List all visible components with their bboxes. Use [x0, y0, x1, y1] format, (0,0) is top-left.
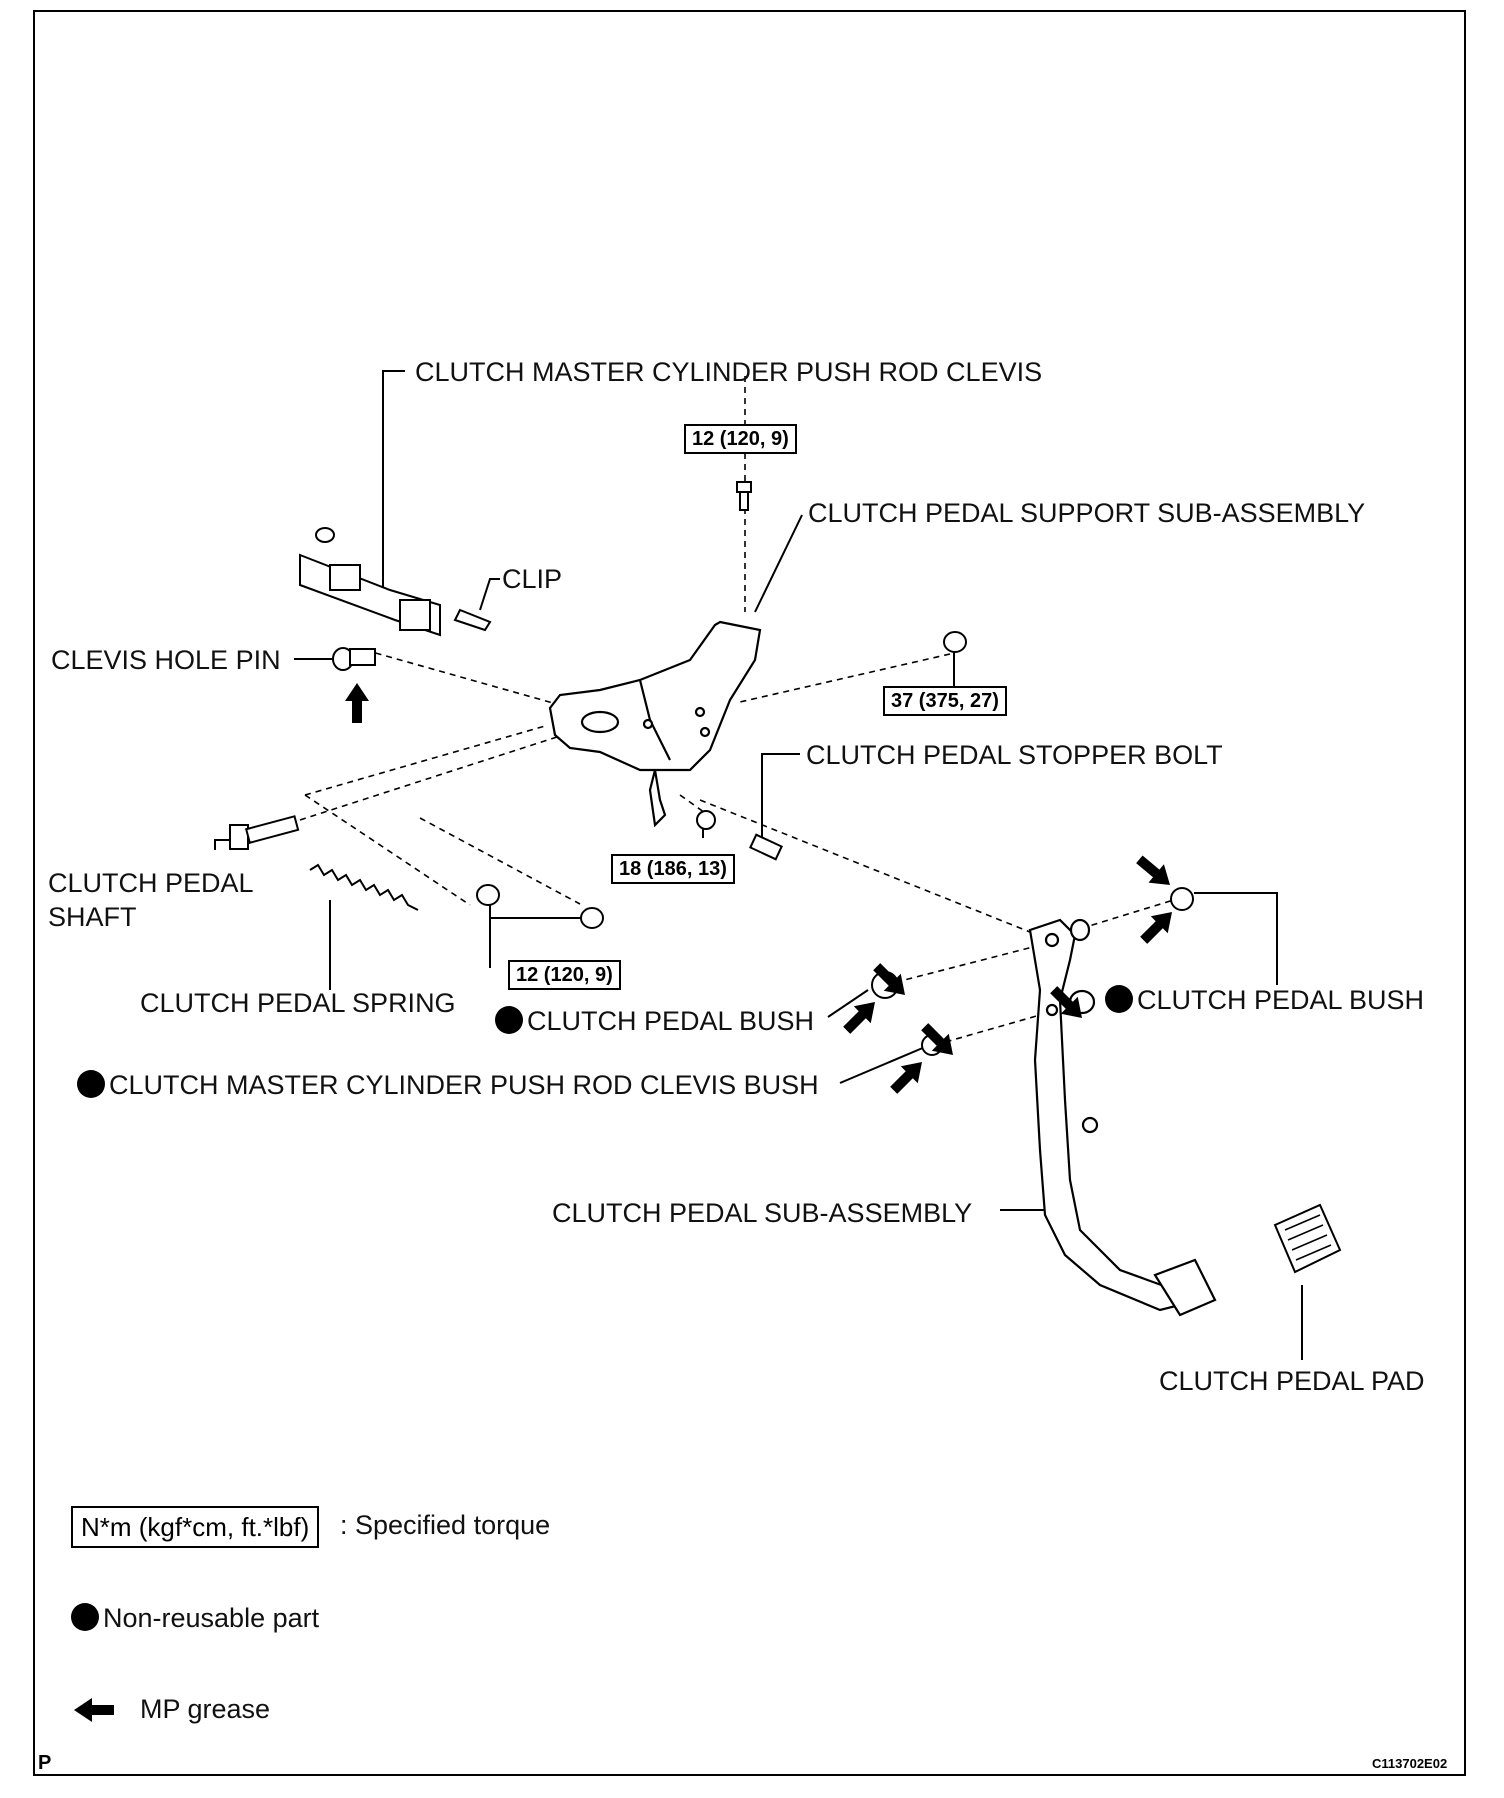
label-pedal-spring: CLUTCH PEDAL SPRING: [140, 988, 456, 1018]
grease-arrow-3: [838, 993, 884, 1039]
figure-code: C113702E02: [1372, 1756, 1448, 1771]
pedal-shaft-bolt: [229, 815, 300, 850]
label-pedal-bush-left: CLUTCH PEDAL BUSH: [495, 1006, 814, 1036]
legend-grease-arrow: [74, 1698, 114, 1722]
torque-stopper-nut: 18 (186, 13): [611, 854, 735, 884]
push-rod-clevis: [299, 527, 441, 637]
pedal-arm: [1028, 918, 1217, 1317]
legend-mp-grease: MP grease: [140, 1694, 271, 1724]
label-clevis-hole-pin: CLEVIS HOLE PIN: [51, 645, 281, 675]
page-mark: P: [38, 1752, 52, 1774]
label-pedal-pad: CLUTCH PEDAL PAD: [1159, 1366, 1425, 1396]
pedal-spring-part: [309, 863, 419, 911]
clevis-hole-pin: [332, 647, 376, 671]
label-pedal-bush-right: CLUTCH PEDAL BUSH: [1105, 985, 1424, 1015]
label-pedal-shaft-line2: SHAFT: [48, 902, 137, 932]
pedal-bushes: [871, 887, 1194, 1056]
pedal-pad-part: [1273, 1203, 1342, 1274]
torque-lower-nuts: 12 (120, 9): [508, 960, 621, 990]
label-support-sub-assembly: CLUTCH PEDAL SUPPORT SUB-ASSEMBLY: [808, 498, 1366, 528]
label-pedal-shaft-line1: CLUTCH PEDAL: [48, 868, 254, 898]
clip-part: [453, 608, 492, 632]
legend-non-reusable: Non-reusable part: [71, 1603, 319, 1633]
torque-support-bolt: 12 (120, 9): [684, 424, 797, 454]
legend-torque-desc: : Specified torque: [340, 1510, 551, 1540]
grease-arrow-2: [1135, 903, 1181, 949]
support-nut: [943, 631, 967, 653]
pedal-support-bracket: [548, 620, 762, 828]
non-reusable-mark: [1105, 985, 1133, 1013]
assembly-dashed-lines: [299, 376, 1181, 1046]
legend-torque-box: N*m (kgf*cm, ft.*lbf): [71, 1506, 320, 1548]
label-stopper-bolt: CLUTCH PEDAL STOPPER BOLT: [806, 740, 1223, 770]
diagram-frame: [33, 10, 1466, 1776]
lower-nuts: [476, 884, 604, 929]
legend-dot-icon: [71, 1603, 99, 1631]
grease-arrow-pin: [345, 683, 369, 723]
non-reusable-mark: [77, 1070, 105, 1098]
label-push-rod-clevis: CLUTCH MASTER CYLINDER PUSH ROD CLEVIS: [415, 357, 1043, 387]
grease-arrow-1: [1131, 850, 1178, 895]
non-reusable-mark: [495, 1006, 523, 1034]
support-bolt: [736, 481, 752, 511]
stopper-bolt-part: [696, 810, 783, 861]
label-pedal-sub-assembly: CLUTCH PEDAL SUB-ASSEMBLY: [552, 1198, 973, 1228]
label-clip: CLIP: [502, 564, 563, 594]
label-push-rod-clevis-bush: CLUTCH MASTER CYLINDER PUSH ROD CLEVIS B…: [77, 1070, 819, 1100]
torque-support-nut: 37 (375, 27): [883, 686, 1007, 716]
